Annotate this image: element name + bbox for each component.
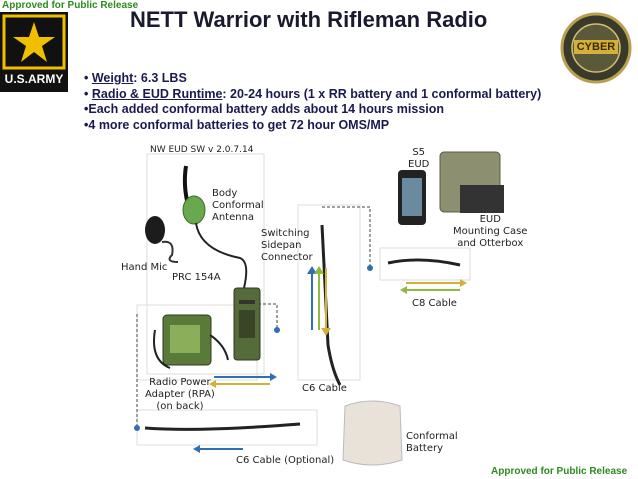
rpa-label: Radio Power Adapter (RPA) (on back) xyxy=(145,377,215,412)
bullet-item: • Weight: 6.3 LBS xyxy=(84,71,187,85)
hand-mic-label: Hand Mic xyxy=(121,262,168,273)
sw-version-label: NW EUD SW v 2.0.7.14 xyxy=(150,145,254,155)
conformal-battery-label: Conformal Battery xyxy=(406,431,458,454)
c6-cable-label: C6 Cable xyxy=(302,383,347,394)
s5-eud-label: S5 EUD xyxy=(408,147,430,170)
army-logo-text: U.S.ARMY xyxy=(4,72,64,86)
eud-case-label: EUD Mounting Case and Otterbox xyxy=(453,214,528,249)
body-antenna-label: Body Conformal Antenna xyxy=(212,188,264,223)
army-star-icon xyxy=(2,14,66,70)
bullet-item: •Each added conformal battery adds about… xyxy=(84,102,445,116)
c8-cable-label: C8 Cable xyxy=(412,298,457,309)
page-title: NETT Warrior with Rifleman Radio xyxy=(130,7,488,32)
cyber-seal-logo: CYBER xyxy=(560,12,632,84)
radio-label: PRC 154A xyxy=(172,272,221,283)
approved-label-bottom: Approved for Public Release xyxy=(491,466,628,477)
bullet-list: • Weight: 6.3 LBS • Radio & EUD Runtime:… xyxy=(84,71,624,133)
cyber-seal-text: CYBER xyxy=(576,41,616,53)
switching-connector-label: Switching Sidepan Connector xyxy=(261,228,313,263)
bullet-item: •4 more conformal batteries to get 72 ho… xyxy=(84,117,390,132)
army-logo: U.S.ARMY xyxy=(0,12,68,92)
bullet-item: • Radio & EUD Runtime: 20-24 hours (1 x … xyxy=(84,86,542,101)
approved-label-top: Approved for Public Release xyxy=(2,0,139,11)
seal-icon xyxy=(560,12,632,84)
c6-optional-label: C6 Cable (Optional) xyxy=(236,455,335,466)
